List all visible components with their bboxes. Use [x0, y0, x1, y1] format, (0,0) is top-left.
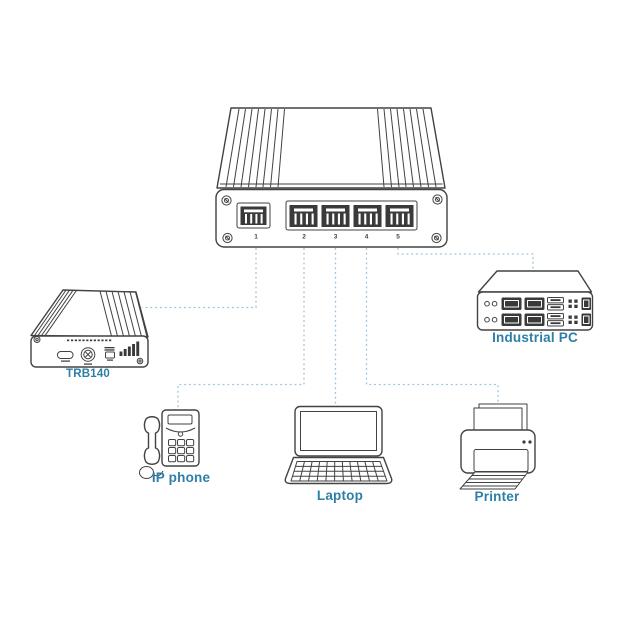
ethernet-port-3	[321, 205, 350, 227]
switch-corner-screws	[221, 194, 443, 244]
signal-strength-icon	[119, 341, 140, 356]
port-number-5: 5	[396, 234, 400, 241]
trb140-label: TRB140	[65, 368, 111, 380]
ethernet-port-5	[385, 205, 414, 227]
switch-left-fins	[225, 108, 285, 188]
ethernet-port-1	[236, 202, 271, 229]
printer-output-slot	[473, 449, 529, 472]
ip-phone-label: IP phone	[151, 470, 211, 485]
industrial-pc-illustration	[476, 270, 594, 331]
industrial-pc-top-face	[477, 270, 593, 293]
trb140-left-fins	[34, 289, 77, 336]
usb-port-icon	[57, 351, 74, 362]
switch-top-face	[216, 107, 446, 189]
ip-phone-illustration	[139, 409, 200, 479]
port-number-4: 4	[365, 234, 369, 241]
laptop-screen	[300, 411, 377, 451]
laptop-illustration	[284, 405, 393, 485]
port-number-3: 3	[334, 234, 338, 241]
connection-port5-industrial-pc	[397, 248, 534, 270]
trb140-print-markings	[67, 339, 112, 342]
trb140-screws	[33, 336, 144, 365]
phone-nav-button	[177, 431, 184, 437]
sim-slot-icon	[104, 347, 115, 361]
ethernet-port-4	[353, 205, 382, 227]
port-number-2: 2	[302, 234, 306, 241]
connection-port4-printer	[365, 248, 499, 405]
phone-display	[167, 414, 193, 425]
phone-handset	[143, 416, 161, 465]
printer-led-indicators	[522, 440, 532, 444]
trb140-right-fins	[99, 290, 148, 338]
industrial-pc-port-row-2	[484, 313, 591, 327]
ethernet-port-2	[289, 205, 318, 227]
laptop-label: Laptop	[316, 488, 364, 503]
switch-right-fins	[377, 108, 437, 188]
printer-output-tray	[459, 471, 529, 490]
laptop-keyboard	[290, 461, 388, 482]
printer-label: Printer	[474, 489, 520, 504]
trb140-illustration	[30, 289, 149, 368]
port-number-1: 1	[254, 234, 258, 241]
ethernet-port-group-frame	[285, 200, 418, 231]
trb140-top-face	[30, 289, 149, 338]
connection-port2-ip-phone	[177, 248, 305, 409]
phone-keypad	[168, 439, 195, 463]
industrial-pc-port-row-1	[484, 297, 591, 311]
phone-cord	[139, 466, 164, 479]
trb140-front-panel	[30, 335, 149, 368]
printer-paper-front	[473, 407, 523, 433]
connection-lines	[142, 248, 534, 409]
industrial-pc-label: Industrial PC	[492, 330, 578, 345]
switch-illustration: 1 2 3 4 5	[215, 107, 448, 248]
connection-port1-trb140	[142, 248, 257, 309]
printer-illustration	[459, 403, 536, 490]
antenna-connector-icon	[80, 347, 96, 365]
